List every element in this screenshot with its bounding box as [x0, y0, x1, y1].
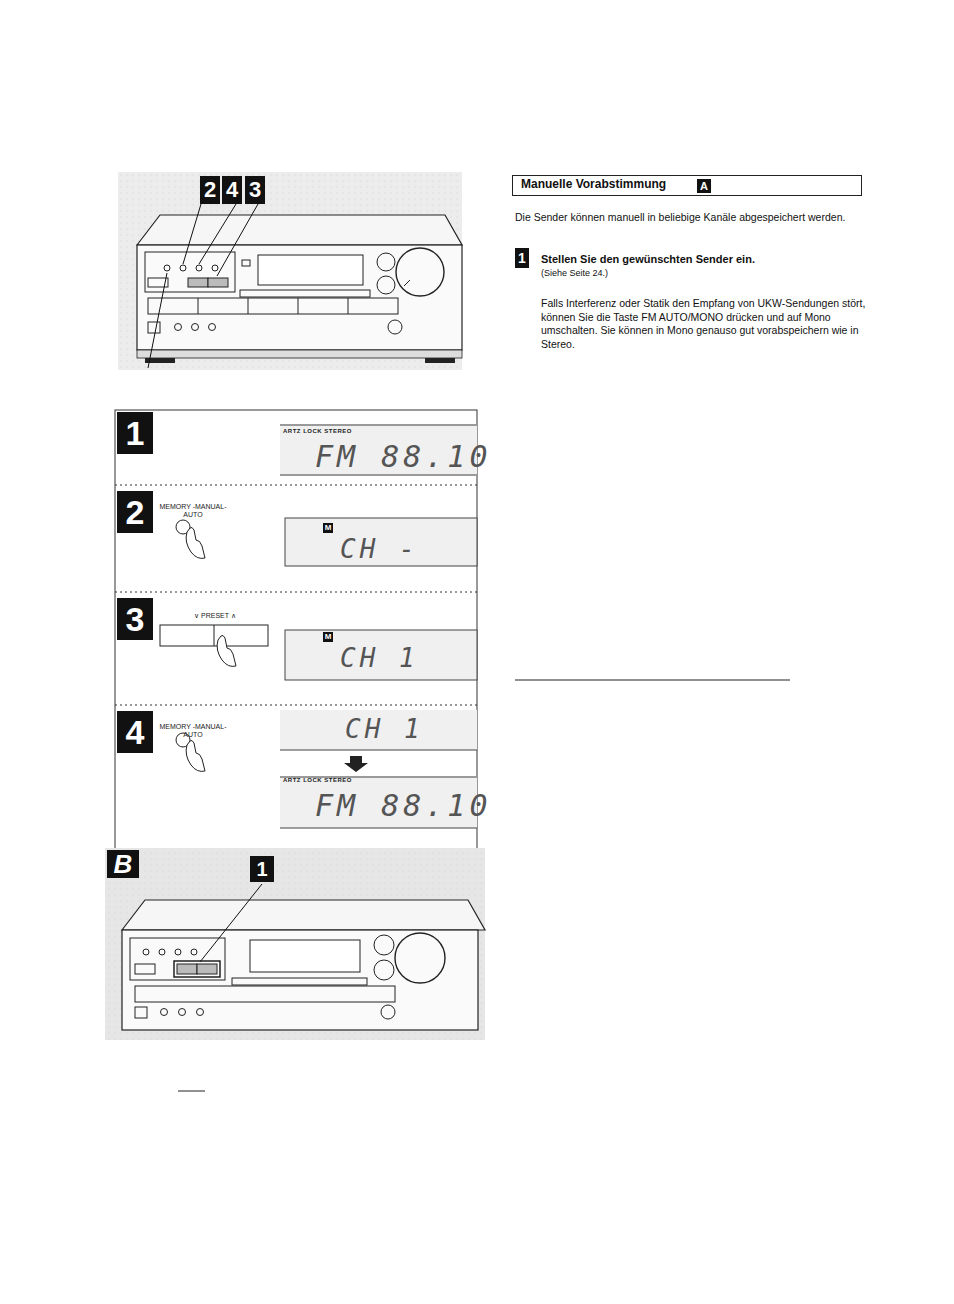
display-readout: CH 1: [340, 644, 419, 674]
figure-panel: B1: [105, 848, 485, 1040]
step-heading: Stellen Sie den gewünschten Sender ein.: [541, 253, 871, 266]
note-text: (Siehe Seite 24.): [541, 268, 741, 278]
display-readout: FM 88.10: [315, 440, 492, 475]
display-indicator: ARTZ LOCK STEREO: [283, 777, 352, 784]
display-readout: FM 88.10: [315, 789, 492, 824]
step-number: 4: [117, 711, 153, 753]
receiver-bottom: [105, 848, 485, 1040]
heading-box: Manuelle Vorabstimmung A: [512, 175, 862, 196]
heading-text: Manuelle Vorabstimmung: [521, 178, 666, 192]
button-label: MEMORY -MANUAL-AUTO: [153, 503, 233, 520]
button-label: ∨ PRESET ∧: [155, 612, 275, 620]
step-number: 3: [117, 598, 153, 640]
section-letter: B: [107, 850, 139, 878]
callout-number: 2: [200, 176, 220, 204]
receiver-top: [118, 172, 462, 370]
step-row: 1ARTZ LOCK STEREOFM 88.10: [115, 410, 477, 485]
step-row: 2MEMORY -MANUAL-AUTO M CH -: [115, 485, 477, 592]
memory-indicator: M: [323, 632, 333, 642]
section-letter: A: [697, 179, 711, 193]
display-readout: CH -: [340, 535, 419, 565]
callout-number: 1: [250, 856, 274, 882]
body-text: Die Sender können manuell in beliebige K…: [515, 211, 865, 223]
callout-number: 4: [222, 176, 242, 204]
display-readout: CH 1: [345, 715, 424, 745]
step-row: 4MEMORY -MANUAL-AUTO CH 1 ARTZ LOCK STEREO…: [115, 705, 477, 857]
button-label: MEMORY -MANUAL-AUTO: [153, 723, 233, 740]
step-number: 1: [515, 248, 529, 268]
step-number: 1: [117, 412, 153, 454]
step-row: 3∨ PRESET ∧ M CH 1: [115, 592, 477, 705]
step-number: 2: [117, 491, 153, 533]
display-indicator: ARTZ LOCK STEREO: [283, 428, 352, 435]
callout-number: 3: [245, 176, 265, 204]
body-text: Falls Interferenz oder Statik den Empfan…: [541, 297, 866, 352]
memory-indicator: M: [323, 523, 333, 533]
